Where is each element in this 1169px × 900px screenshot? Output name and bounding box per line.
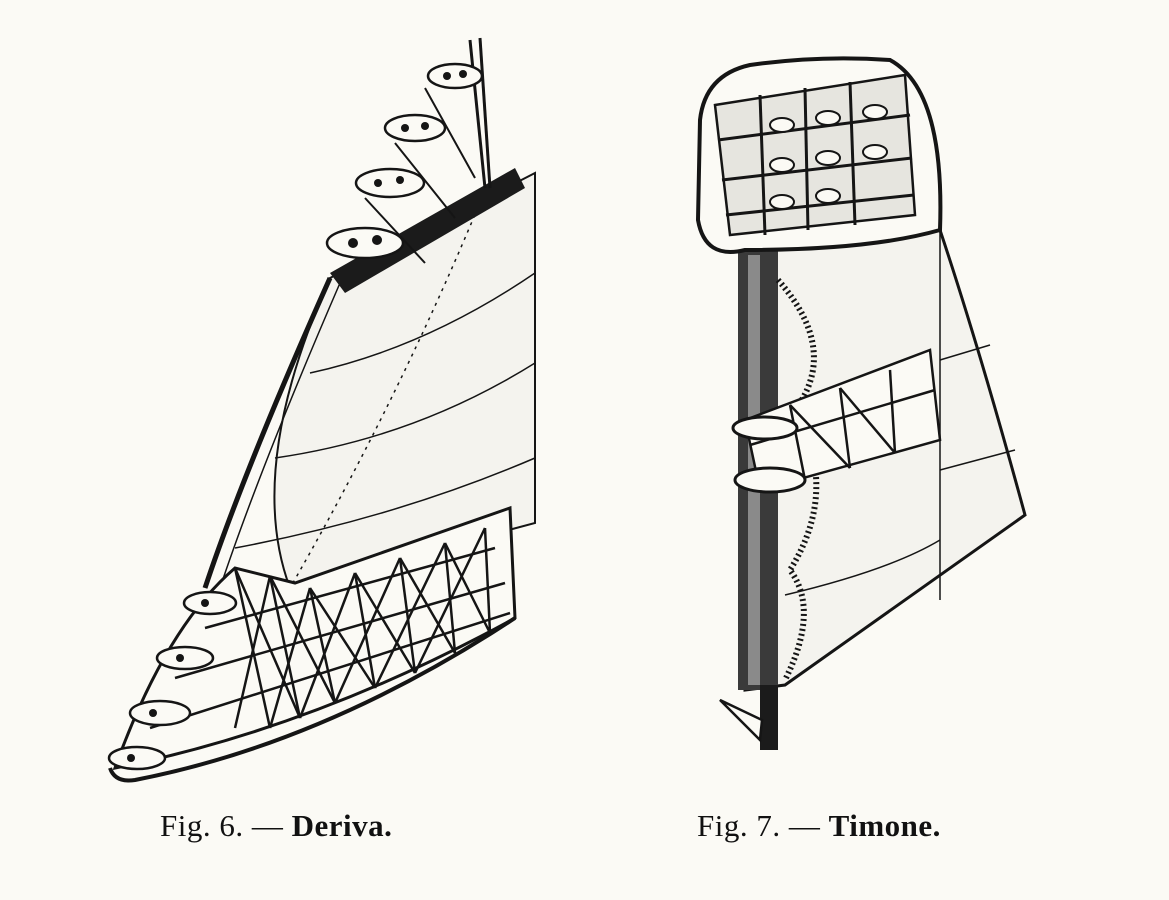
figure-6-caption: Fig. 6. — Deriva. [160, 808, 392, 844]
figure-7-title: Timone. [828, 808, 941, 843]
figure-7-label: Fig. 7. [697, 808, 781, 843]
figure-6-label: Fig. 6. [160, 808, 244, 843]
figure-7-dash: — [788, 808, 821, 843]
figure-6-title: Deriva. [291, 808, 393, 843]
rudder-drawing [695, 56, 1027, 750]
fin-illustration [95, 28, 555, 788]
rudder-illustration [690, 50, 1040, 760]
figure-6-dash: — [251, 808, 284, 843]
figure-7-caption: Fig. 7. — Timone. [697, 808, 941, 844]
fin-drawing [107, 37, 536, 783]
